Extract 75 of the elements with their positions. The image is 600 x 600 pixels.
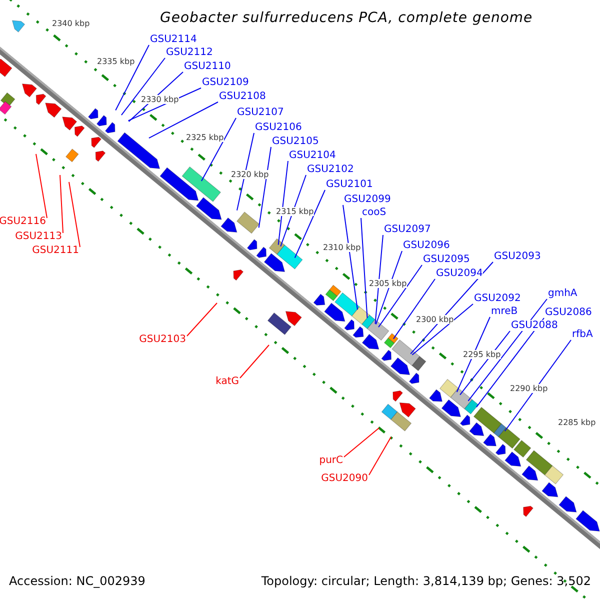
gene-label: GSU2096 [403,240,450,251]
scale-label: 2295 kbp [463,350,501,359]
scale-label: 2305 kbp [369,279,407,288]
leader-line [236,132,254,211]
footer-text: Accession: NC_002939 [9,576,146,587]
gene-label: GSU2102 [307,164,354,175]
scale-label: 2320 kbp [231,170,269,179]
scale-label: 2330 kbp [141,95,179,104]
scale-label: 2300 kbp [416,315,454,324]
gene-label: GSU2099 [344,194,391,205]
leader-line [36,154,48,218]
gene-label: GSU2088 [511,320,558,331]
gene-label: GSU2093 [494,251,541,262]
leader-line [342,204,358,310]
leader-line [476,318,544,408]
scale-label: 2310 kbp [323,243,361,252]
title: Geobacter sulfurreducens PCA, complete genome [160,10,533,26]
leader-line [378,264,422,328]
gene-label: GSU2113 [15,231,62,242]
gene-label: GSU2114 [150,34,197,45]
gene-label: GSU2095 [423,254,470,265]
leader-line [456,316,490,393]
leader-line [360,218,368,318]
leader-line [68,182,80,248]
leader-line [120,58,166,116]
gene-label: GSU2112 [166,47,213,58]
gene-label: GSU2106 [255,122,302,133]
gene-label: rfbA [572,329,593,340]
gene-label: GSU2108 [219,91,266,102]
gene-label: GSU2094 [436,268,483,279]
leader-line [410,262,494,354]
leader-line [392,278,436,340]
gene-label: GSU2110 [184,61,231,72]
gene-label: mreB [491,306,518,317]
scale-label: 2335 kbp [97,57,135,66]
leader-line [375,250,402,325]
gene-label: katG [216,376,239,387]
leader-line [504,340,572,432]
leader-line [278,160,288,246]
gene-label: purC [319,455,343,466]
leader-line [240,344,270,378]
gene-label: GSU2092 [474,293,521,304]
leader-line [374,234,384,324]
gene-label: GSU2105 [272,136,319,147]
leader-line [368,436,392,476]
gene-label: GSU2101 [326,179,373,190]
leader-line [115,44,150,111]
leader-line [344,428,380,458]
gene-label: cooS [362,207,386,218]
leader-line [412,304,474,356]
leader-line [294,190,326,258]
scale-label: 2315 kbp [276,207,314,216]
scale-label: 2325 kbp [186,133,224,142]
leader-line [186,302,218,336]
gene-label: GSU2097 [384,224,431,235]
gene-label: GSU2104 [289,150,336,161]
leader-line [60,174,64,234]
leader-line [280,174,306,247]
gene-label: gmhA [548,288,578,299]
leader-line [200,118,236,182]
gene-label: GSU2116 [0,216,46,227]
gene-label: GSU2109 [202,77,249,88]
leader-line [468,298,548,402]
leader-line [460,330,510,396]
scale-label: 2340 kbp [52,19,90,28]
scale-label: 2285 kbp [558,418,596,427]
footer-text: Topology: circular; Length: 3,814,139 bp; Genes: 3,502 [261,576,591,587]
scale-label: 2290 kbp [510,384,548,393]
gene-label: GSU2111 [32,245,79,256]
gene-label: GSU2086 [545,307,592,318]
gene-label: GSU2107 [237,107,284,118]
leader-line [148,102,218,139]
gene-label: GSU2103 [139,334,186,345]
leader-line [258,146,272,228]
gene-label: GSU2090 [321,473,368,484]
